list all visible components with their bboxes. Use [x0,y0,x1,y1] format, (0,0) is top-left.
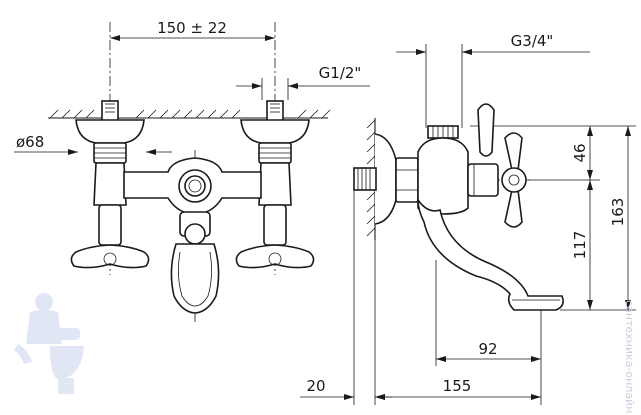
right-handle [235,244,315,269]
dim-wall-offset-label: 20 [306,377,325,395]
side-cross-handle [501,132,527,228]
watermark-text: сантехника-онлайн.ру [623,300,636,415]
front-view: 150 ± 22 G1/2" ø68 [14,19,370,325]
dim-spout-reach-label: 92 [478,340,497,358]
dim-total-depth-label: 155 [443,377,472,395]
dim-wall-offset: 20 [300,377,392,400]
front-spout [170,211,220,314]
dim-total-height-label: 163 [609,198,627,227]
dim-flange-diameter-label: ø68 [16,133,44,151]
dim-total-height: 163 [609,126,631,310]
right-inlet [240,100,310,206]
dim-pipe-thread-label: G1/2" [319,64,362,82]
left-inlet [75,100,145,206]
dim-spout-height-label: 117 [571,231,589,260]
side-view: G3/4" 46 117 163 92 20 [300,32,636,405]
left-valve [70,204,150,269]
front-wall [48,109,331,119]
dim-outlet-thread-label: G3/4" [511,32,554,50]
side-spout [417,197,564,311]
side-valve-body [417,125,499,215]
dim-flange-diameter: ø68 [14,133,172,155]
side-inlet-stub [353,167,377,191]
dim-centers-label: 150 ± 22 [157,19,227,37]
side-lever-top [477,103,495,157]
watermark-mascot [14,293,84,394]
dim-spout-reach: 92 [436,340,541,362]
side-hex-nut [395,157,419,203]
dim-outlet-thread: G3/4" [396,32,590,55]
dim-pipe-thread: G1/2" [236,64,370,100]
dim-handle-height-label: 46 [571,143,589,162]
dim-spout-height: 117 [571,180,593,310]
dim-total-depth: 155 [375,377,541,400]
right-valve [235,204,315,269]
mixer-body [123,157,262,215]
dim-centers: 150 ± 22 [110,19,275,41]
dim-handle-height: 46 [571,126,593,180]
side-flange [374,133,397,225]
left-handle [70,244,150,269]
